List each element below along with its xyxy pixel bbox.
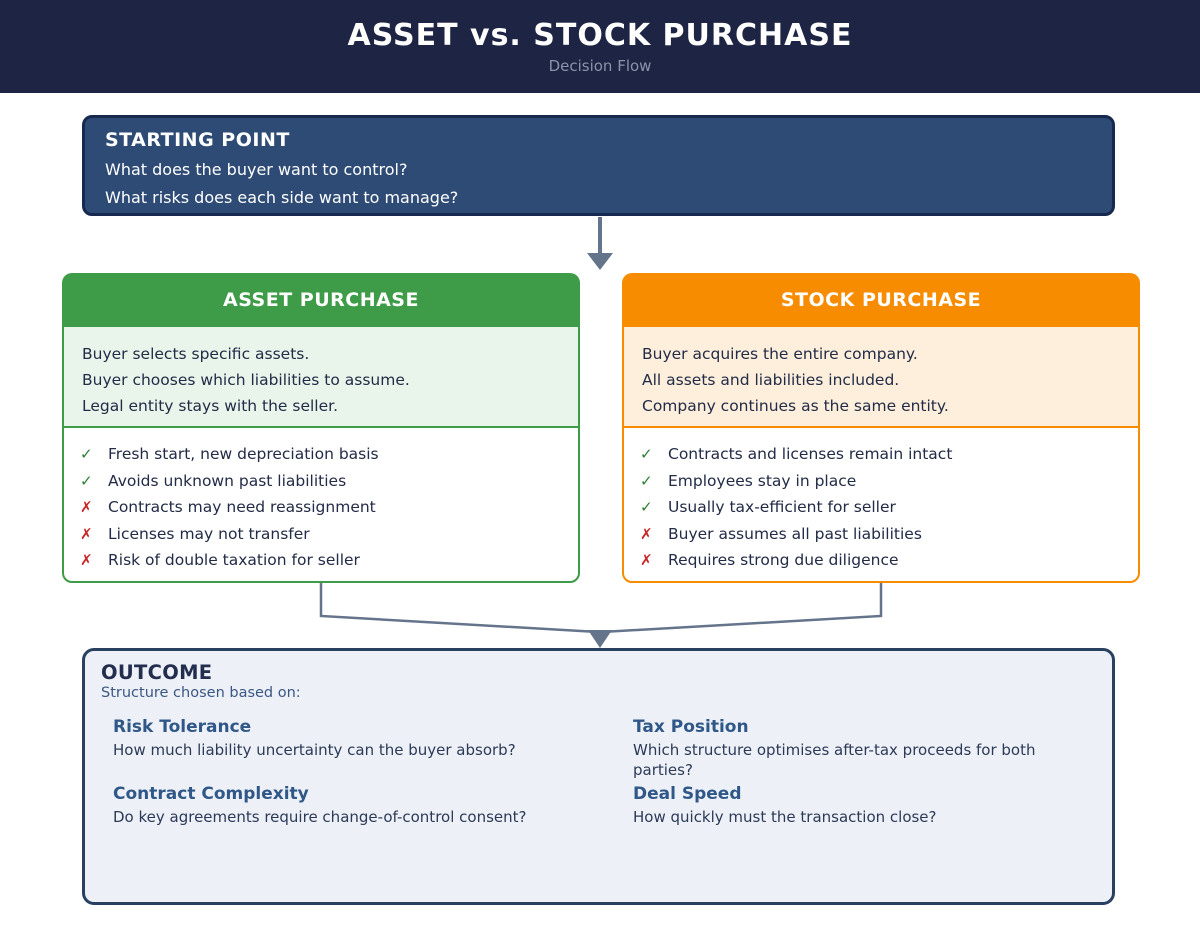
asset-purchase-points: ✓ Fresh start, new depreciation basis ✓ … <box>62 426 580 583</box>
factor-description: Which structure optimises after-tax proc… <box>633 741 1036 779</box>
check-icon: ✓ <box>80 471 93 490</box>
check-icon: ✓ <box>80 445 93 463</box>
factor-tax-position: Tax Position Which structure optimises a… <box>633 717 1096 780</box>
cross-icon: ✗ <box>80 524 93 543</box>
cross-icon: ✗ <box>80 498 93 516</box>
point-text: Risk of double taxation for seller <box>108 551 360 569</box>
list-item: ✗ Risk of double taxation for seller <box>80 547 562 574</box>
arrowhead-down-icon <box>587 253 613 270</box>
starting-point-title: STARTING POINT <box>105 129 290 151</box>
start-to-branches-arrow <box>587 217 613 270</box>
check-icon: ✓ <box>640 471 653 490</box>
list-item: ✓ Fresh start, new depreciation basis <box>80 441 562 468</box>
factor-title: Tax Position <box>633 717 749 737</box>
description-line: Legal entity stays with the seller. <box>82 397 339 415</box>
stock-purchase-card: STOCK PURCHASE Buyer acquires the entire… <box>622 273 1140 583</box>
factor-description: Do key agreements require change-of-cont… <box>113 808 527 826</box>
description-line: Company continues as the same entity. <box>642 397 949 415</box>
branches-to-outcome-connector <box>319 583 883 648</box>
factor-deal-speed: Deal Speed How quickly must the transact… <box>633 784 1096 827</box>
factor-contract-complexity: Contract Complexity Do key agreements re… <box>113 784 633 827</box>
description-line: Buyer chooses which liabilities to assum… <box>82 371 410 389</box>
list-item: ✗ Licenses may not transfer <box>80 521 562 548</box>
description-line: All assets and liabilities included. <box>642 371 900 389</box>
asset-purchase-header: ASSET PURCHASE <box>62 273 580 327</box>
asset-purchase-description: Buyer selects specific assets. Buyer cho… <box>62 327 580 426</box>
point-text: Fresh start, new depreciation basis <box>108 445 379 463</box>
header-banner: ASSET vs. STOCK PURCHASE Decision Flow <box>0 0 1200 93</box>
starting-point-box: STARTING POINT What does the buyer want … <box>82 115 1115 216</box>
outcome-box: OUTCOME Structure chosen based on: Risk … <box>82 648 1115 905</box>
cross-icon: ✗ <box>80 551 93 569</box>
list-item: ✗ Buyer assumes all past liabilities <box>640 521 1122 548</box>
page-subtitle: Decision Flow <box>548 57 652 75</box>
cross-icon: ✗ <box>640 551 653 569</box>
description-line: Buyer acquires the entire company. <box>642 345 918 363</box>
list-item: ✗ Requires strong due diligence <box>640 547 1122 574</box>
description-line: Buyer selects specific assets. <box>82 345 310 363</box>
factor-title: Deal Speed <box>633 784 742 804</box>
outcome-title: OUTCOME <box>101 661 213 684</box>
factor-description: How much liability uncertainty can the b… <box>113 741 516 759</box>
page-title: ASSET vs. STOCK PURCHASE <box>347 18 853 53</box>
list-item: ✓ Usually tax-efficient for seller <box>640 494 1122 521</box>
asset-purchase-card: ASSET PURCHASE Buyer selects specific as… <box>62 273 580 583</box>
point-text: Usually tax-efficient for seller <box>668 498 896 516</box>
point-text: Contracts and licenses remain intact <box>668 445 953 463</box>
stock-purchase-description: Buyer acquires the entire company. All a… <box>622 327 1140 426</box>
list-item: ✗ Contracts may need reassignment <box>80 494 562 521</box>
point-text: Buyer assumes all past liabilities <box>668 524 922 543</box>
factor-description: How quickly must the transaction close? <box>633 808 937 826</box>
point-text: Employees stay in place <box>668 471 857 490</box>
factor-title: Risk Tolerance <box>113 717 252 737</box>
outcome-factors: Risk Tolerance How much liability uncert… <box>113 717 1096 827</box>
starting-point-question: What risks does each side want to manage… <box>105 188 459 207</box>
point-text: Avoids unknown past liabilities <box>108 471 347 490</box>
point-text: Requires strong due diligence <box>668 551 899 569</box>
factor-title: Contract Complexity <box>113 784 309 804</box>
list-item: ✓ Employees stay in place <box>640 468 1122 495</box>
check-icon: ✓ <box>640 445 653 463</box>
point-text: Contracts may need reassignment <box>108 498 376 516</box>
check-icon: ✓ <box>640 498 653 516</box>
factor-risk-tolerance: Risk Tolerance How much liability uncert… <box>113 717 633 780</box>
list-item: ✓ Contracts and licenses remain intact <box>640 441 1122 468</box>
outcome-subtitle: Structure chosen based on: <box>101 685 301 701</box>
merge-arrowhead-icon <box>588 630 612 648</box>
stock-purchase-points: ✓ Contracts and licenses remain intact ✓… <box>622 426 1140 583</box>
list-item: ✓ Avoids unknown past liabilities <box>80 468 562 495</box>
cross-icon: ✗ <box>640 524 653 543</box>
stock-purchase-header: STOCK PURCHASE <box>622 273 1140 327</box>
starting-point-question: What does the buyer want to control? <box>105 160 408 179</box>
point-text: Licenses may not transfer <box>108 524 310 543</box>
